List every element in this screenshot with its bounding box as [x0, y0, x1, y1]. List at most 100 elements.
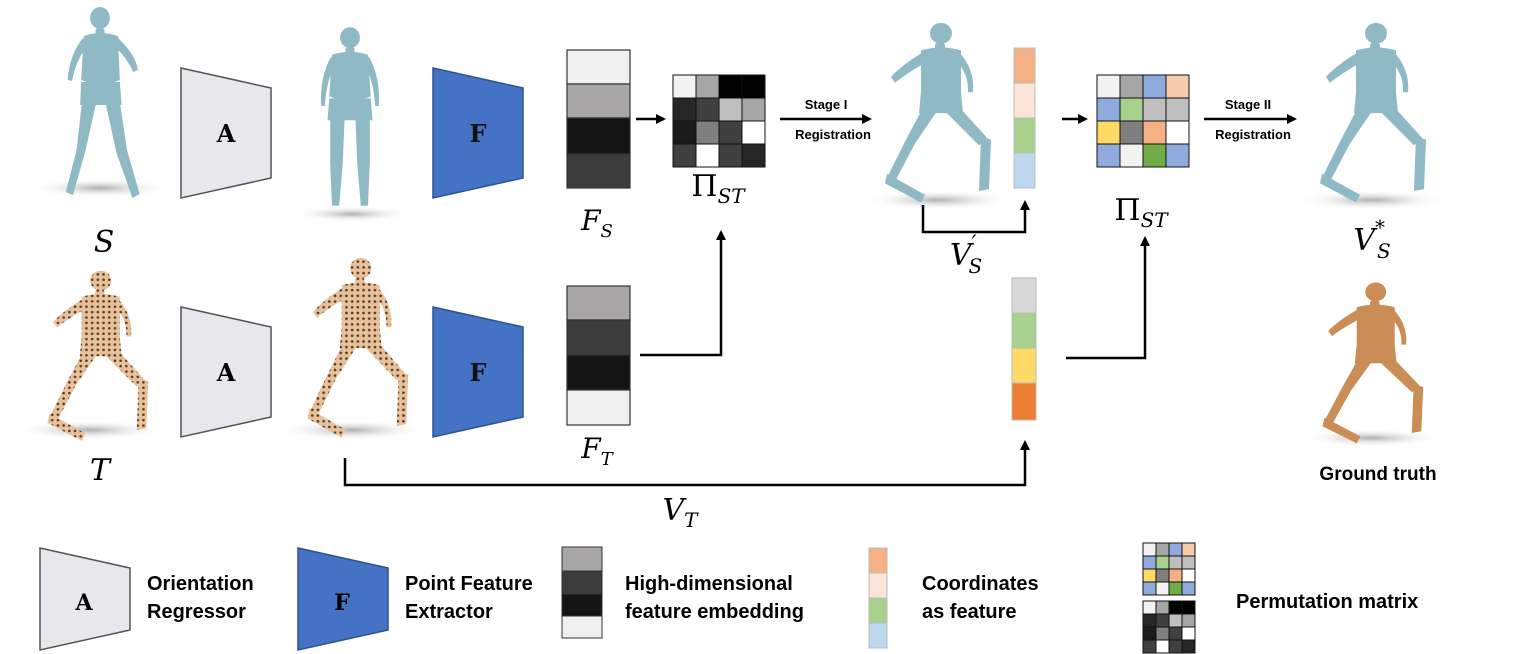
legend-color-permutation-matrix: [1142, 542, 1196, 596]
stage2-label-line1: Stage II: [1225, 97, 1271, 112]
matrix-cell: [695, 143, 720, 168]
matrix-cell: [695, 74, 720, 99]
target-symbol: T: [90, 453, 112, 488]
legend: A Orientation Regressor F Point Feature …: [39, 542, 1418, 654]
matrix-cell: [1165, 97, 1190, 122]
figure-shadow: [863, 190, 1013, 210]
matrix-cell: [1168, 639, 1183, 654]
stage2-label-line2: Registration: [1215, 127, 1291, 142]
matrix-cell: [1168, 555, 1183, 570]
source-mesh-figure: [65, 7, 140, 198]
target-vertices-label: VT: [662, 493, 699, 532]
matrix-cell: [1142, 626, 1157, 641]
matrix-cell: [1181, 613, 1196, 628]
matrix-cell: [695, 97, 720, 122]
legend-gray-permutation-matrix: [1142, 600, 1196, 654]
feature-extractor-letter: F: [469, 119, 486, 148]
matrix-cell: [1168, 542, 1183, 557]
matrix-cell: [1168, 626, 1183, 641]
legend-feature-extractor-block: [297, 547, 389, 651]
matrix-cell: [672, 74, 697, 99]
matrix-cell: [1155, 639, 1170, 654]
matrix-cell: [1155, 542, 1170, 557]
final-registered-mesh: [1320, 22, 1426, 203]
matrix-cell: [718, 74, 743, 99]
matrix-cell: [1119, 143, 1144, 168]
matrix-cell: [1165, 143, 1190, 168]
matrix-cell: [1142, 555, 1157, 570]
matrix-cell: [1142, 97, 1167, 122]
arrow-stage1-vertices: [921, 200, 1030, 234]
legend-coords-line2: as feature: [922, 601, 1017, 623]
source-aligned-mesh-figure: [320, 27, 380, 206]
matrix-cell: [1096, 120, 1121, 145]
matrix-cell: [1168, 613, 1183, 628]
legend-orientation-letter: A: [74, 590, 93, 616]
legend-embedding-line2: feature embedding: [625, 601, 804, 623]
matrix-cell: [672, 97, 697, 122]
orientation-regressor-block: [180, 306, 272, 438]
matrix-cell: [1096, 74, 1121, 99]
stage1-coordinate-feature: [1013, 47, 1036, 189]
matrix-cell: [741, 143, 766, 168]
feature-extractor-letter: F: [469, 358, 486, 387]
matrix-cell: [1168, 600, 1183, 615]
target-feature-label: FT: [580, 432, 614, 470]
matrix-cell: [1096, 97, 1121, 122]
target-point-cloud-figure: [47, 270, 149, 441]
figure-shadow: [1297, 190, 1447, 210]
permutation-matrix-stage1: [672, 74, 766, 168]
perm-matrix-stage2-label: ΠST: [1114, 193, 1169, 232]
figure-shadow: [30, 178, 170, 198]
arrow-target-features-to-matrix: [640, 230, 726, 357]
feature-extractor-block: [432, 306, 524, 438]
feature-extractor-block: [432, 67, 524, 199]
legend-feature-line2: Extractor: [405, 601, 493, 623]
arrow-target-coords-to-matrix: [1066, 236, 1150, 360]
matrix-cell: [741, 74, 766, 99]
legend-embedding-line1: High-dimensional: [625, 573, 793, 595]
ground-truth-label: Ground truth: [1319, 464, 1436, 485]
matrix-cell: [741, 120, 766, 145]
final-vertices-label: V*S: [1353, 215, 1390, 263]
source-feature-label: FS: [580, 204, 613, 242]
matrix-cell: [1142, 120, 1167, 145]
matrix-cell: [1142, 600, 1157, 615]
matrix-cell: [672, 143, 697, 168]
matrix-cell: [1155, 613, 1170, 628]
legend-feature-line1: Point Feature: [405, 573, 533, 595]
stage1-vertices-label: V′S: [950, 232, 982, 278]
stage1-label-line2: Registration: [795, 127, 871, 142]
figure-shadow: [292, 206, 412, 222]
matrix-cell: [1165, 74, 1190, 99]
legend-permutation-label: Permutation matrix: [1236, 591, 1418, 613]
source-symbol: S: [94, 225, 115, 260]
orientation-regressor-letter: A: [216, 119, 236, 148]
matrix-cell: [1142, 613, 1157, 628]
figure-shadow: [277, 420, 427, 440]
ground-truth-mesh: [1322, 282, 1424, 444]
matrix-cell: [1119, 74, 1144, 99]
permutation-matrix-stage2: [1096, 74, 1190, 168]
matrix-cell: [1142, 581, 1157, 596]
matrix-cell: [1142, 568, 1157, 583]
matrix-cell: [1181, 626, 1196, 641]
matrix-cell: [1119, 97, 1144, 122]
matrix-cell: [718, 120, 743, 145]
matrix-cell: [1168, 581, 1183, 596]
legend-orientation-line1: Orientation: [147, 573, 254, 595]
matrix-cell: [1142, 542, 1157, 557]
matrix-cell: [1155, 600, 1170, 615]
matrix-cell: [1181, 568, 1196, 583]
matrix-cell: [718, 143, 743, 168]
matrix-cell: [1142, 639, 1157, 654]
matrix-cell: [1142, 74, 1167, 99]
stage1-registered-mesh: [885, 22, 991, 203]
matrix-cell: [695, 120, 720, 145]
legend-feature-letter: F: [334, 590, 350, 616]
matrix-cell: [1142, 143, 1167, 168]
matrix-cell: [1155, 568, 1170, 583]
matrix-cell: [1168, 568, 1183, 583]
matrix-cell: [1155, 626, 1170, 641]
